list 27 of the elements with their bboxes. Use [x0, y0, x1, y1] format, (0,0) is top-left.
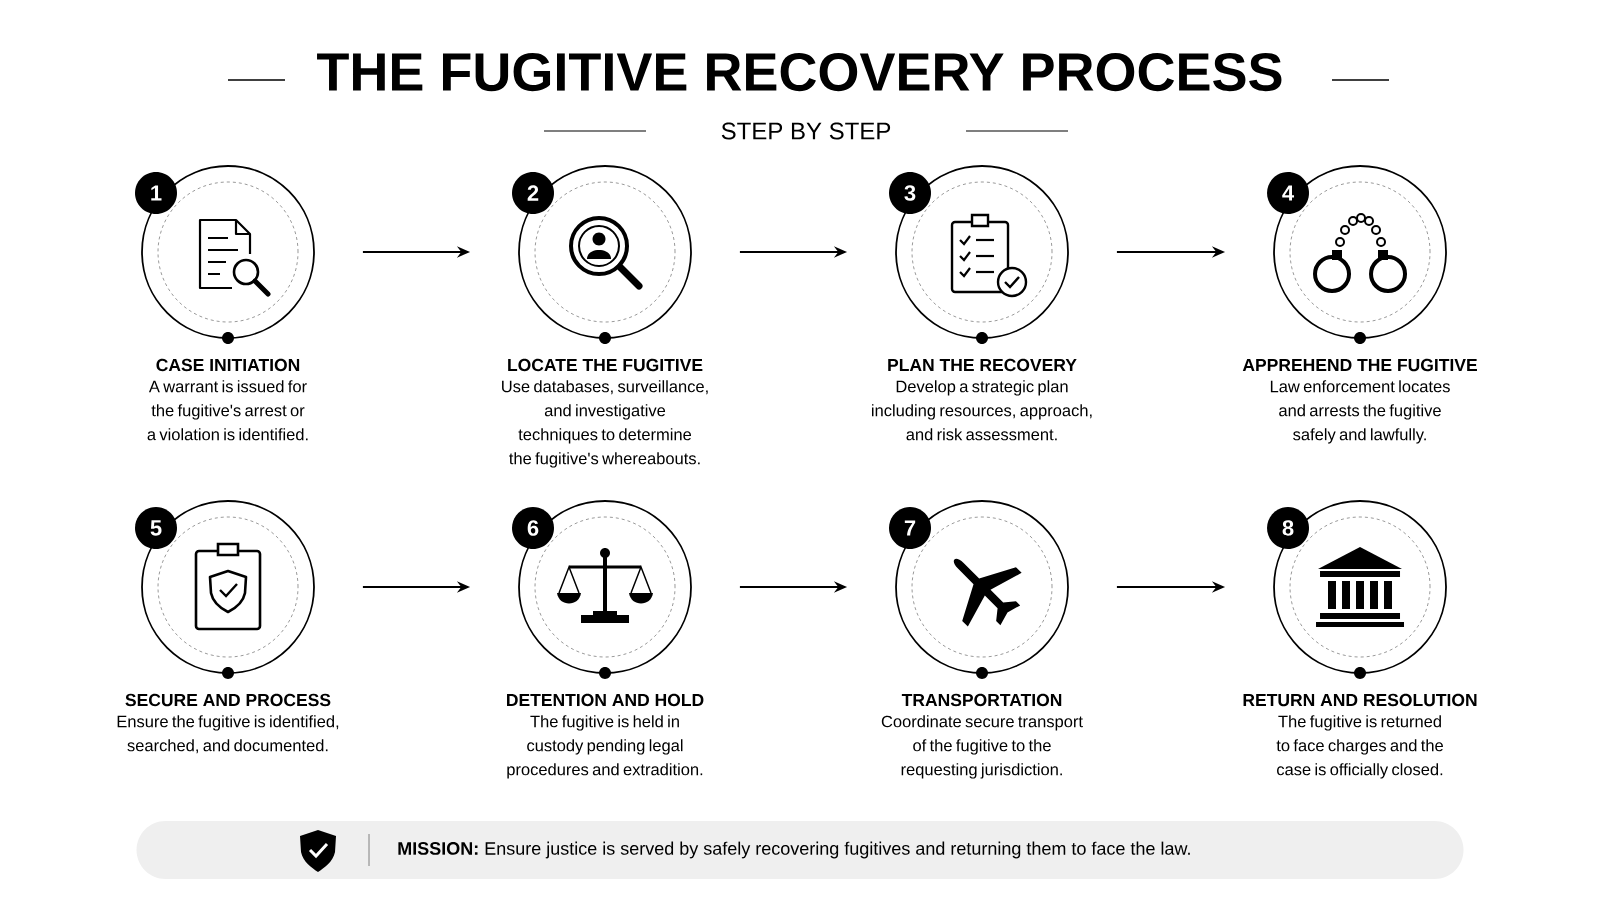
step-number-badge: 1	[135, 172, 177, 214]
step-heading: APPREHEND THE FUGITIVE	[1242, 358, 1477, 372]
step-description: Ensure the fugitive is identified, searched, and documented.	[117, 715, 339, 754]
step-heading: LOCATE THE FUGITIVE	[508, 358, 703, 372]
title: THE FUGITIVE RECOVERY PROCESS	[317, 52, 1282, 92]
subtitle: STEP BY STEP	[721, 122, 891, 140]
step-number-badge: 6	[512, 507, 554, 549]
step-description: The fugitive is held in custody pending legal procedures and extradition.	[507, 715, 703, 779]
step-heading: SECURE AND PROCESS	[125, 693, 331, 707]
step-heading: TRANSPORTATION	[901, 693, 1062, 707]
step-description: Use databases, surveillance, and investigative techniques to determine the fugitive's whereabouts.	[502, 380, 708, 468]
step-heading: PLAN THE RECOVERY	[888, 358, 1077, 372]
step-number-badge: 8	[1267, 507, 1309, 549]
step-description: The fugitive is returned to face charges and the case is officially closed.	[1276, 715, 1443, 779]
step-description: A warrant is issued for the fugitive's arrest or a violation is identified.	[147, 380, 308, 441]
step-number-badge: 4	[1267, 172, 1309, 214]
step-number-badge: 2	[512, 172, 554, 214]
step-heading: CASE INITIATION	[156, 358, 300, 372]
step-number-badge: 3	[889, 172, 931, 214]
step-heading: DETENTION AND HOLD	[507, 693, 704, 707]
mission-statement: MISSION: Ensure justice is served by safely recovering fugitives and returning them to face the law.	[398, 841, 1190, 859]
step-description: Law enforcement locates and arrests the fugitive safely and lawfully.	[1270, 380, 1450, 444]
step-number-badge: 5	[135, 507, 177, 549]
step-number-badge: 7	[889, 507, 931, 549]
step-description: Coordinate secure transport of the fugitive to the requesting jurisdiction.	[881, 715, 1083, 779]
step-heading: RETURN AND RESOLUTION	[1243, 693, 1477, 707]
step-description: Develop a strategic plan including resources, approach, and risk assessment.	[872, 380, 1092, 441]
